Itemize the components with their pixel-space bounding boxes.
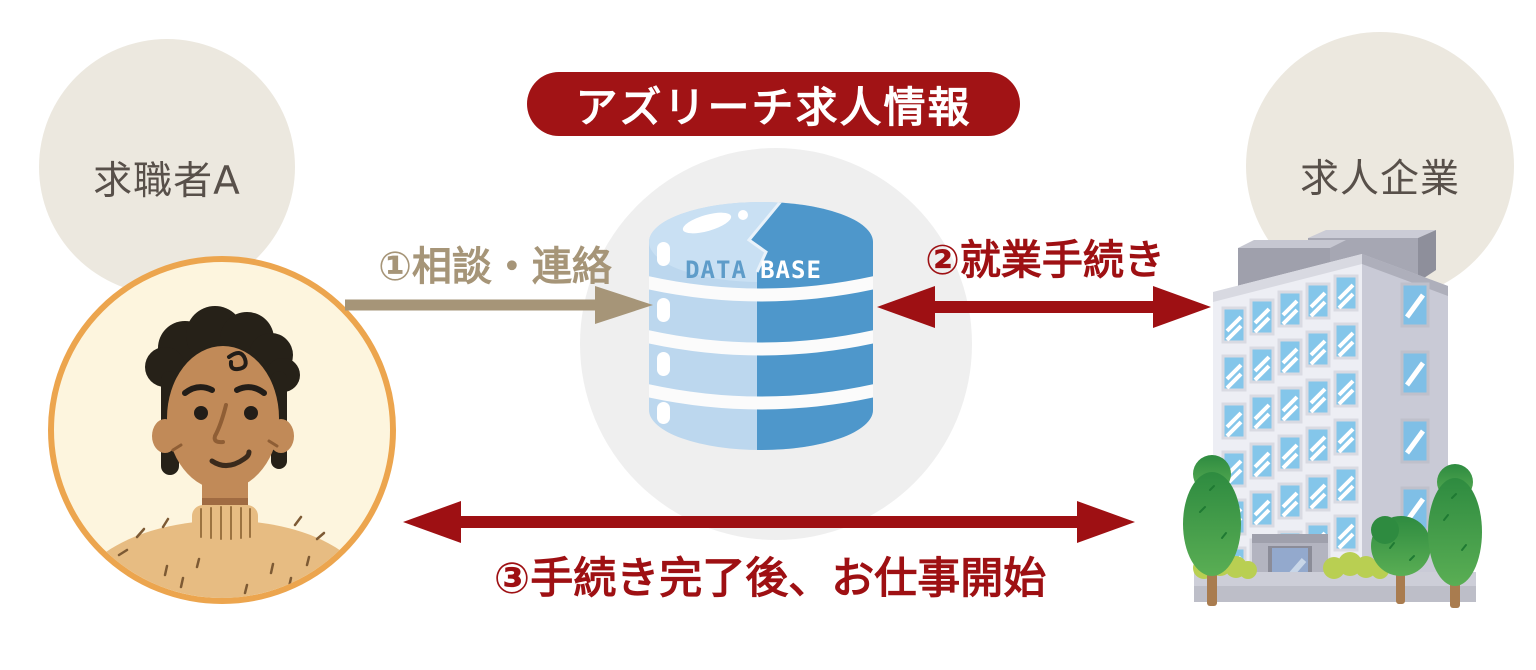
office-building-icon [1183,230,1482,608]
step2-arrow [877,286,1211,328]
database-word-data: DATA [685,256,747,284]
database-bands [649,275,873,410]
job-seeker-avatar [48,256,396,604]
job-seeker-label: 求職者A [93,159,241,204]
step3-label: ③手続き完了後、お仕事開始 [493,554,1047,604]
company-label: 求人企業 [1299,157,1460,202]
job-seeker-bubble [39,39,295,295]
trees [1183,455,1482,608]
step3-arrow [403,501,1135,543]
step1-arrow [345,286,653,324]
database-word-base: BASE [760,256,822,284]
step2-label: ②就業手続き [925,236,1165,284]
database-dark-half [749,202,873,450]
step1-label: ①相談・連絡 [378,244,612,290]
database-icon: DATA BASE [649,202,873,450]
title-label: アズリーチ求人情報 [575,82,972,132]
database-lights [657,242,670,424]
title-badge: アズリーチ求人情報 [527,72,1020,136]
building-base [1194,572,1476,588]
